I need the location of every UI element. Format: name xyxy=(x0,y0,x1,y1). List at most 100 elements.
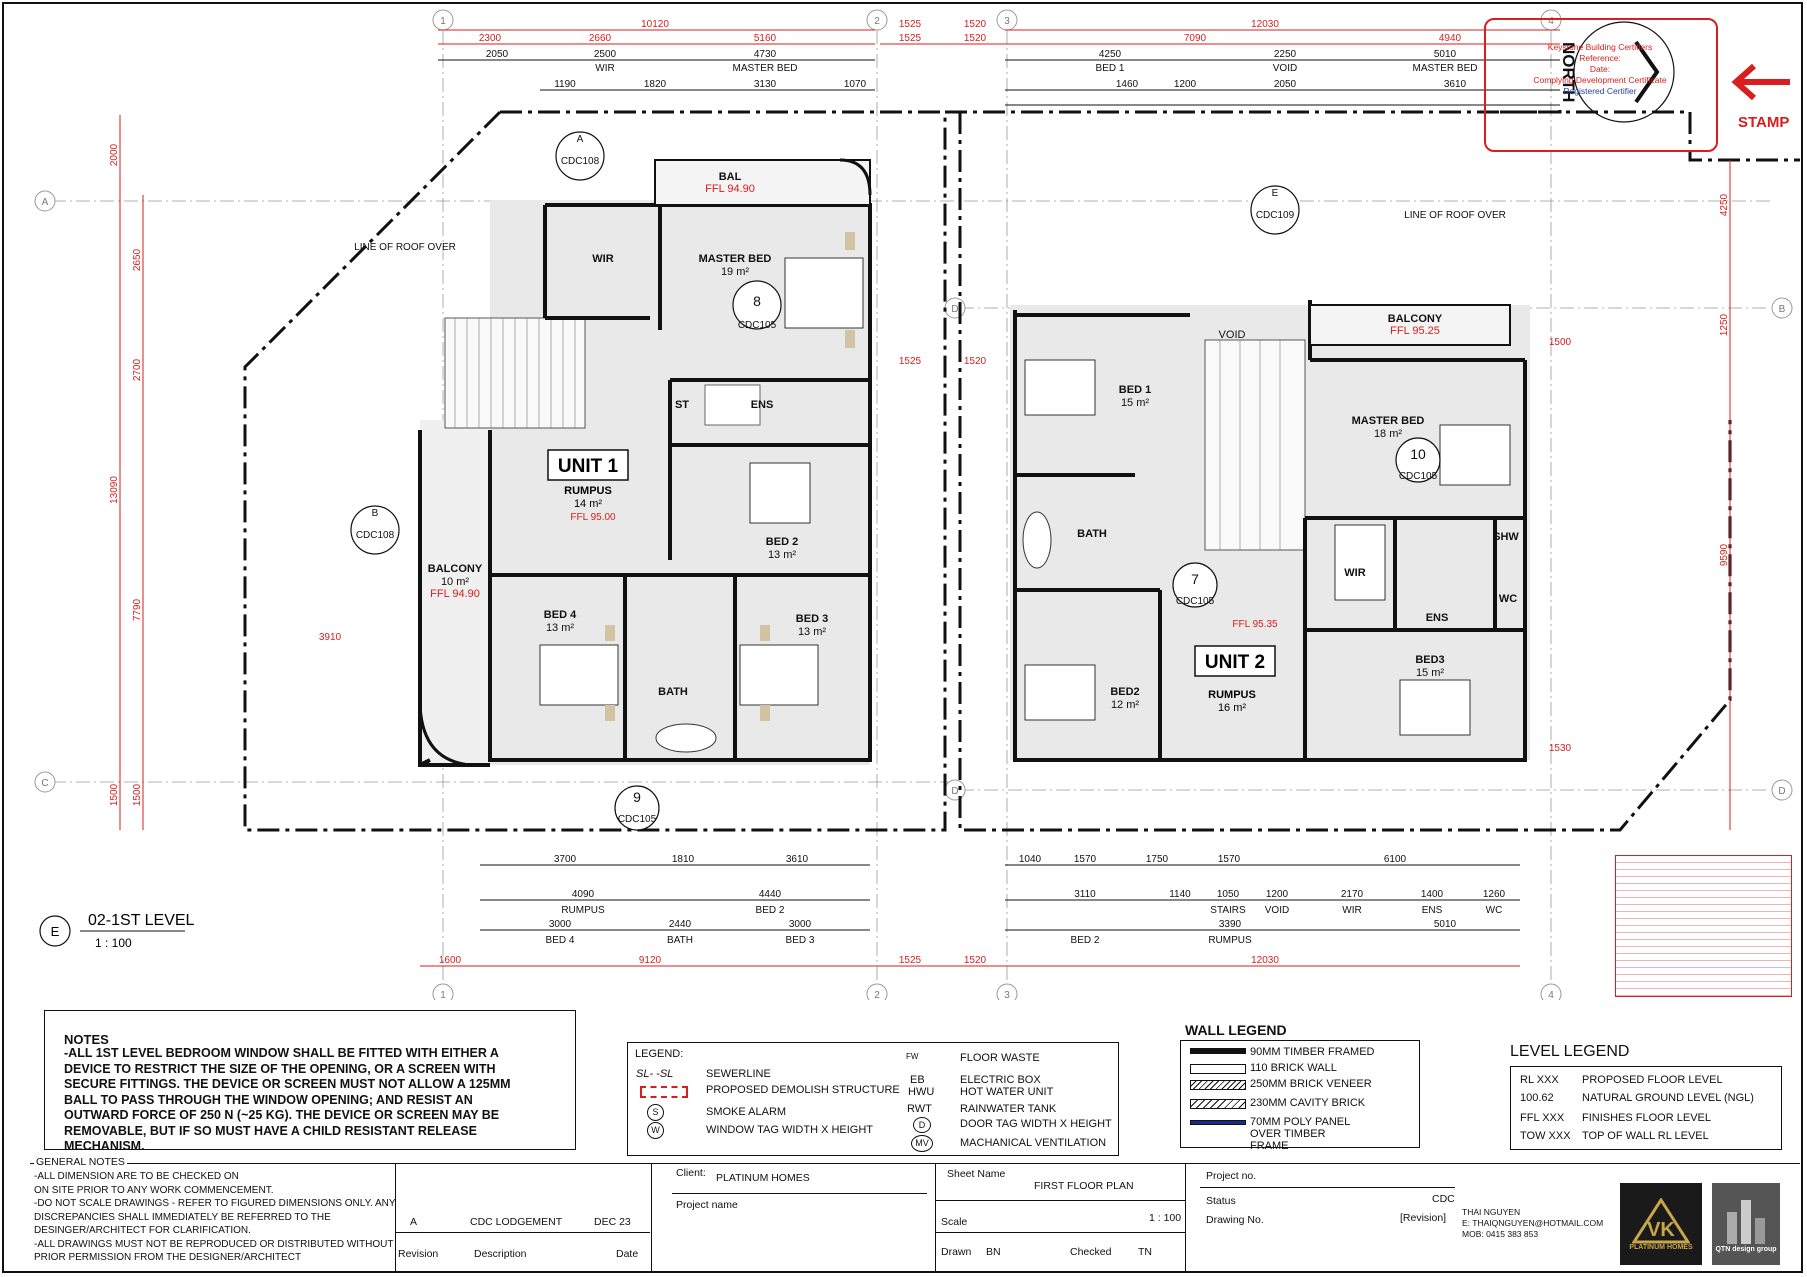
dim: 2440 xyxy=(669,919,692,930)
legend-item: RAINWATER TANK xyxy=(960,1103,1057,1115)
revision-table xyxy=(395,1163,652,1271)
stamp-line: Complying Development Certificate xyxy=(1533,75,1667,85)
dim: 1570 xyxy=(1074,854,1097,865)
sewerline-icon: SL- -SL xyxy=(636,1068,674,1080)
designer-email: E: THAIQNGUYEN@HOTMAIL.COM xyxy=(1462,1218,1604,1228)
room-label: BED 4 xyxy=(544,609,577,621)
general-note-line: -ALL DIMENSION ARE TO BE CHECKED ON xyxy=(34,1171,239,1182)
project-no-label: Project no. xyxy=(1206,1170,1257,1182)
electric-box-icon: EB xyxy=(910,1074,925,1086)
grid-label: 2 xyxy=(874,16,880,27)
dim-room: BATH xyxy=(667,935,693,946)
wall-legend-title: WALL LEGEND xyxy=(1185,1022,1287,1038)
revision-date: DEC 23 xyxy=(594,1216,631,1228)
unit-rumpus-area: 16 m² xyxy=(1218,702,1246,714)
dim-room: BED 2 xyxy=(1071,935,1100,946)
arrow-left-icon xyxy=(1730,62,1792,107)
dim-room: RUMPUS xyxy=(1208,935,1252,946)
dim: 1070 xyxy=(844,79,867,90)
legend-item: FLOOR WASTE xyxy=(960,1052,1040,1064)
dim: 4250 xyxy=(1099,49,1122,60)
general-note-line: DISCREPANCIES SHALL IMMEDIATELY BE REFER… xyxy=(34,1211,331,1223)
checked-label: Checked xyxy=(1070,1246,1112,1258)
smoke-alarm-icon: S xyxy=(647,1104,664,1121)
project-no-rule xyxy=(1200,1187,1455,1188)
legend-title: LEGEND: xyxy=(635,1048,684,1060)
dim: 1460 xyxy=(1116,79,1139,90)
unit-rumpus: RUMPUS xyxy=(1208,689,1256,701)
level-code: RL XXX xyxy=(1520,1074,1559,1086)
dim: 1820 xyxy=(644,79,667,90)
revision-description: CDC LODGEMENT xyxy=(470,1216,563,1228)
unit-name: UNIT 2 xyxy=(1205,652,1265,673)
dim-room: VOID xyxy=(1265,905,1289,916)
dim-room: MASTER BED xyxy=(1412,63,1477,74)
level-code: TOW XXX xyxy=(1520,1130,1571,1142)
client-label: Client: xyxy=(676,1167,706,1179)
grid-label: D xyxy=(1778,786,1785,797)
callout-ref: CDC105 xyxy=(1399,471,1438,482)
room-label: ENS xyxy=(751,399,774,411)
level-text: NATURAL GROUND LEVEL (NGL) xyxy=(1582,1092,1754,1104)
dim-red: 12030 xyxy=(1251,19,1279,30)
room-area: 18 m² xyxy=(1374,428,1402,440)
unit-ffl: FFL 95.35 xyxy=(1232,619,1278,630)
dim: 3700 xyxy=(554,854,577,865)
room-label: VOID xyxy=(1219,329,1246,341)
dim-room: WIR xyxy=(595,63,614,74)
wall-legend-item: 70MM POLY PANEL OVER TIMBER FRAME xyxy=(1250,1116,1350,1152)
client-value: PLATINUM HOMES xyxy=(716,1172,810,1184)
general-note-line: ON SITE PRIOR TO ANY WORK COMMENCEMENT. xyxy=(34,1184,274,1196)
dim-red: 1520 xyxy=(964,19,987,30)
dim: 4440 xyxy=(759,889,782,900)
callout-letter: 10 xyxy=(1410,446,1426,462)
wall-legend-item: 250MM BRICK VENEER xyxy=(1250,1078,1372,1090)
callout-ref: CDC105 xyxy=(618,814,657,825)
dim: 1200 xyxy=(1266,889,1289,900)
unit-rumpus-area: 14 m² xyxy=(574,498,602,510)
dim: 3110 xyxy=(1074,889,1096,900)
level-code: 100.62 xyxy=(1520,1092,1554,1104)
callout-letter: 9 xyxy=(633,789,641,805)
dim-red: 1600 xyxy=(439,955,462,966)
dim-red: 1530 xyxy=(1549,743,1572,754)
qtn-design-logo: QTN design group xyxy=(1712,1183,1780,1265)
demolish-icon xyxy=(640,1086,688,1098)
sheet-name-value: FIRST FLOOR PLAN xyxy=(1034,1180,1134,1192)
room-label: BAL xyxy=(719,171,742,183)
dim: 4090 xyxy=(572,889,595,900)
revision-header: Revision xyxy=(398,1248,439,1260)
legend-item: SEWERLINE xyxy=(706,1068,771,1080)
status-value: CDC xyxy=(1432,1193,1455,1205)
room-label: WIR xyxy=(1344,567,1365,579)
room-label: BED 3 xyxy=(796,613,828,625)
roof-note: LINE OF ROOF OVER xyxy=(1404,210,1506,221)
platinum-homes-logo: VK PLATINUM HOMES xyxy=(1620,1183,1702,1265)
certifier-stamp xyxy=(1484,18,1718,152)
dim: 3000 xyxy=(789,919,812,930)
dim: 3130 xyxy=(754,79,777,90)
dim: 2050 xyxy=(486,49,509,60)
grid-label: D xyxy=(951,304,958,315)
dim-room: BED 4 xyxy=(546,935,575,946)
dim-red: 1500 xyxy=(109,783,120,806)
dim-red: 1525 xyxy=(899,955,922,966)
wall-swatch-veneer xyxy=(1190,1080,1246,1090)
unit1-plan xyxy=(418,158,872,767)
notes-body: -ALL 1ST LEVEL BEDROOM WINDOW SHALL BE F… xyxy=(64,1046,511,1153)
sheet-tag: E xyxy=(51,924,60,939)
stamp-line: Reference: xyxy=(1579,53,1621,63)
roof-note: LINE OF ROOF OVER xyxy=(354,242,456,253)
dim-red: 1520 xyxy=(964,356,987,367)
dim-room: ENS xyxy=(1422,905,1443,916)
level-code: FFL XXX xyxy=(1520,1112,1565,1124)
grid-label: D xyxy=(951,786,958,797)
notes-box xyxy=(44,1010,576,1150)
dim-room: WIR xyxy=(1342,905,1361,916)
dim: 1810 xyxy=(672,854,695,865)
dim: 1750 xyxy=(1146,854,1169,865)
room-label: BALCONY xyxy=(1388,313,1443,325)
room-area: 13 m² xyxy=(546,622,574,634)
sheet-name-label: Sheet Name xyxy=(947,1168,1006,1180)
dim: 5010 xyxy=(1434,919,1457,930)
